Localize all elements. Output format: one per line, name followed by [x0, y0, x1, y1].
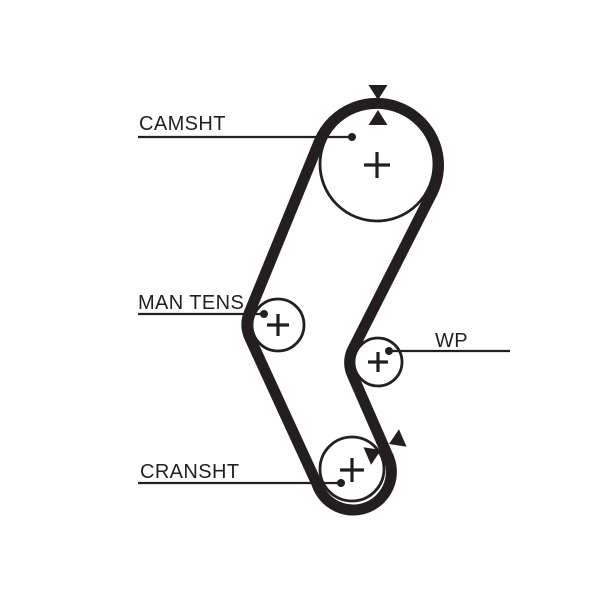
- water-pump-leader-dot: [385, 347, 393, 355]
- crankshaft-pulley: [318, 435, 386, 503]
- water-pump-pulley: [352, 336, 404, 388]
- tensioner-pulley: [250, 297, 306, 353]
- camshaft-pulley: [318, 105, 436, 223]
- crankshaft-label: CRANSHT: [140, 461, 239, 483]
- camshaft-label: CAMSHT: [139, 113, 226, 135]
- crankshaft-timing-mark-inner-icon: [363, 447, 381, 465]
- camshaft-center-mark-icon: [364, 152, 390, 178]
- camshaft-timing-mark-outer-icon: [368, 85, 388, 100]
- tensioner-leader-dot: [260, 310, 268, 318]
- camshaft-timing-mark-inner-icon: [368, 110, 388, 125]
- crankshaft-leader-dot: [337, 479, 345, 487]
- crankshaft-center-mark-icon: [340, 458, 364, 482]
- camshaft-leader-dot: [348, 133, 356, 141]
- water-pump-label: WP: [435, 330, 468, 352]
- crankshaft-timing-mark-outer-icon: [389, 429, 407, 447]
- water-pump-center-mark-icon: [368, 352, 388, 372]
- timing-belt: [241, 97, 444, 516]
- tensioner-center-mark-icon: [267, 314, 289, 336]
- tensioner-label: MAN TENS: [138, 292, 244, 314]
